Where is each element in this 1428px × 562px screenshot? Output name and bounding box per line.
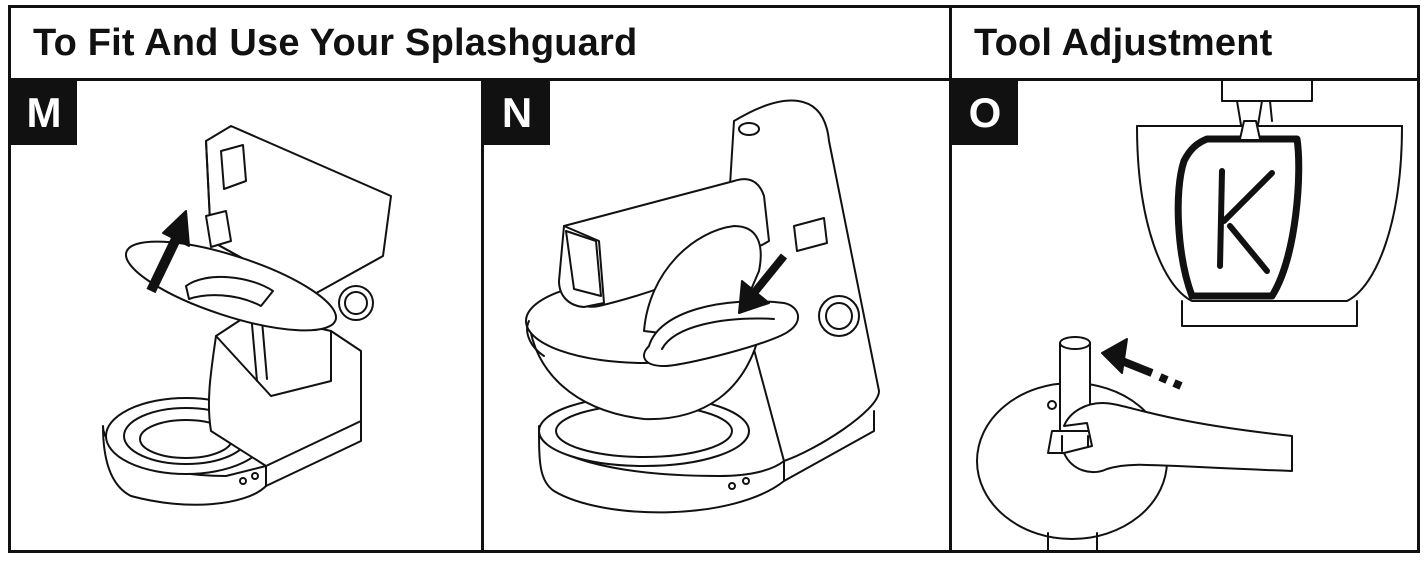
step-badge-n: N: [484, 81, 550, 145]
step-badge-m: M: [11, 81, 77, 145]
section-header-splashguard: To Fit And Use Your Splashguard: [11, 8, 949, 81]
step-badge-o: O: [952, 81, 1018, 145]
mixer-splashguard-fitting-illustration: [484, 81, 949, 550]
instruction-sheet: To Fit And Use Your Splashguard Tool Adj…: [8, 5, 1420, 553]
section-title-tool-adjustment: Tool Adjustment: [974, 21, 1273, 64]
step-panel-m: M: [11, 81, 481, 550]
step-panel-n: N: [484, 81, 949, 550]
mixer-head-raised-illustration: [11, 81, 481, 550]
panel-divider-m-n: [481, 81, 484, 550]
step-panel-o: O: [952, 81, 1417, 550]
section-header-tool-adjustment: Tool Adjustment: [952, 8, 1417, 81]
tool-adjustment-illustration: [952, 81, 1417, 550]
panel-divider-n-o: [949, 8, 952, 550]
section-title-splashguard: To Fit And Use Your Splashguard: [33, 21, 638, 64]
